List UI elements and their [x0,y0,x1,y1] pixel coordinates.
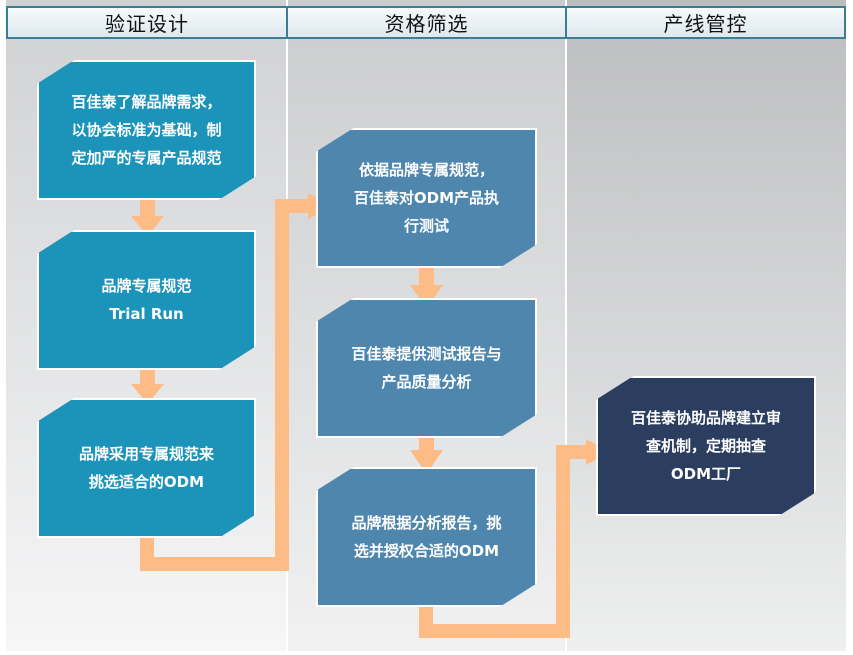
process-step-2: 品牌专属规范 Trial Run [37,230,256,370]
lane-header-2: 资格筛选 [286,6,567,39]
lane-background-3 [567,0,846,651]
process-step-7: 百佳泰协助品牌建立审 查机制，定期抽查 ODM工厂 [596,376,816,516]
lane-header-3: 产线管控 [565,6,846,39]
process-step-1: 百佳泰了解品牌需求， 以协会标准为基础，制 定加严的专属产品规范 [37,60,256,200]
process-step-3: 品牌采用专属规范来 挑选适合的ODM [37,398,256,538]
process-step-5: 百佳泰提供测试报告与 产品质量分析 [316,298,537,438]
process-step-4: 依据品牌专属规范， 百佳泰对ODM产品执 行测试 [316,128,537,268]
process-step-6: 品牌根据分析报告，挑 选并授权合适的ODM [316,467,537,607]
lane-header-1: 验证设计 [6,6,288,39]
